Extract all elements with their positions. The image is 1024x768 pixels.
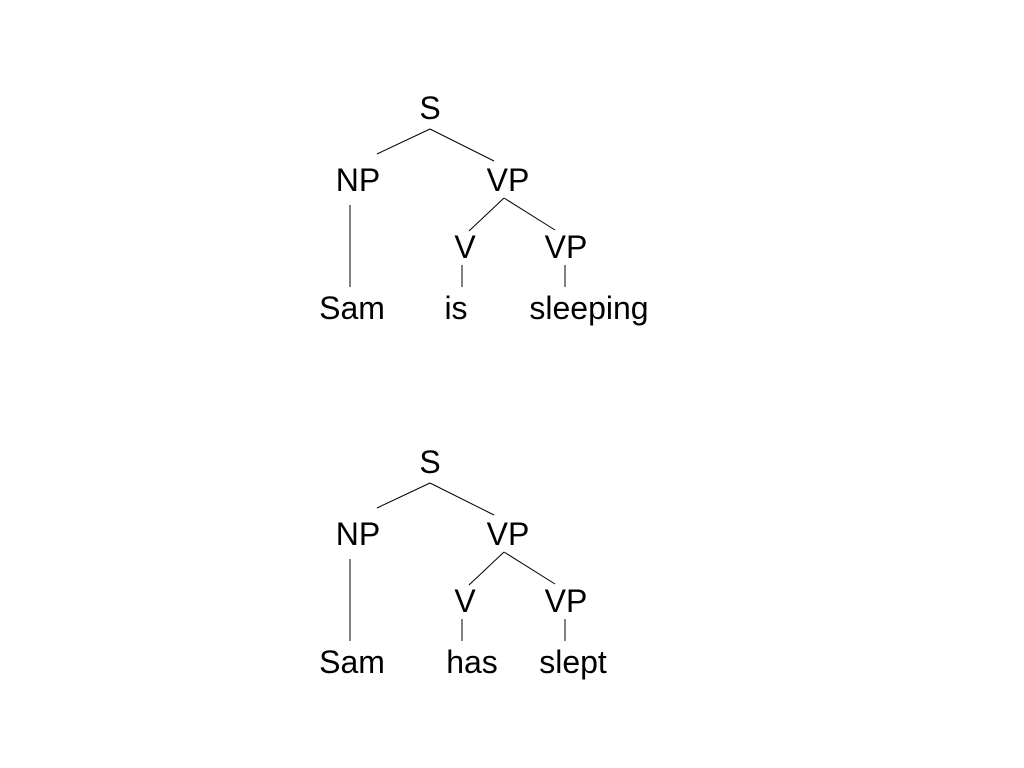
- edge-vp-vp: [503, 551, 556, 585]
- parse-tree-1: S NP VP V VP Sam is sleeping: [319, 90, 649, 326]
- word-complement: slept: [539, 644, 607, 680]
- node-s: S: [419, 90, 440, 126]
- node-vp: VP: [487, 516, 530, 552]
- word-complement: sleeping: [529, 290, 648, 326]
- edge-vp-v: [468, 551, 505, 586]
- node-v: V: [454, 583, 476, 619]
- parse-tree-2: S NP VP V VP Sam has slept: [319, 444, 607, 680]
- word-verb: has: [446, 644, 498, 680]
- node-vp-inner: VP: [545, 583, 588, 619]
- edge-s-vp: [429, 128, 495, 162]
- edge-s-vp: [429, 482, 495, 516]
- word-subject: Sam: [319, 290, 385, 326]
- node-np: NP: [336, 162, 380, 198]
- node-vp-inner: VP: [545, 229, 588, 265]
- node-v: V: [454, 229, 476, 265]
- edge-vp-vp: [503, 197, 556, 231]
- word-subject: Sam: [319, 644, 385, 680]
- node-np: NP: [336, 516, 380, 552]
- edge-vp-v: [468, 197, 505, 232]
- edge-s-np: [376, 482, 431, 509]
- node-s: S: [419, 444, 440, 480]
- edge-s-np: [376, 128, 431, 155]
- node-vp: VP: [487, 162, 530, 198]
- word-verb: is: [444, 290, 467, 326]
